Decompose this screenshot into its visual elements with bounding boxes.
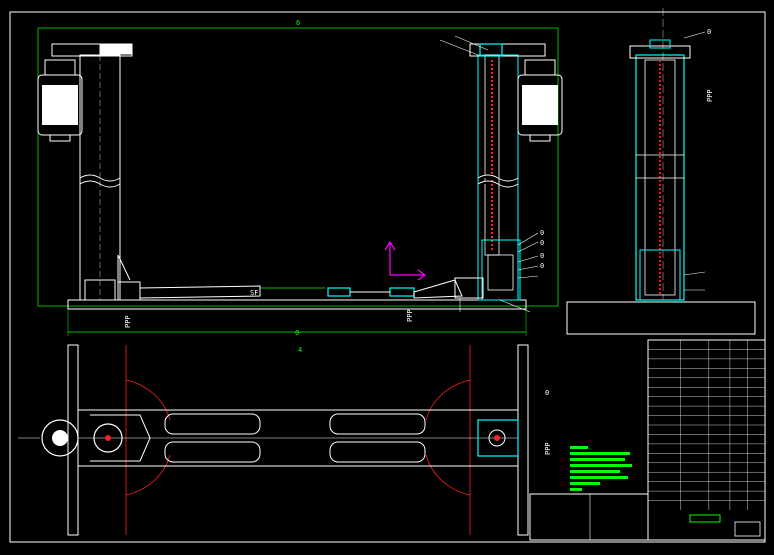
- plan-lift-arms: [164, 413, 426, 463]
- right-motor: [517, 59, 563, 142]
- side-view: 0 PPP: [566, 8, 756, 335]
- plan-leader-mark: 0: [545, 389, 549, 397]
- front-view-dimension-frame: [37, 27, 559, 307]
- arm-swing-arcs: [125, 345, 471, 535]
- mid-dimension-label: 4: [298, 346, 302, 354]
- sf-mark: SF: [250, 289, 258, 297]
- plan-left-end: [41, 414, 151, 462]
- right-leader-lines: [439, 35, 539, 313]
- top-dimension-label: 6: [296, 19, 300, 27]
- rotated-dim-plan: PPP: [544, 442, 552, 455]
- leader-mark-2: 0: [540, 239, 544, 247]
- leader-mark-4: 0: [540, 262, 544, 270]
- leader-mark-1: 0: [540, 229, 544, 237]
- left-motor: [37, 59, 83, 142]
- side-base-plate: [566, 301, 756, 335]
- base-dimension-label: 0: [295, 329, 299, 337]
- rotated-dim-front-right: PPP: [406, 309, 414, 322]
- leader-mark-3: 0: [540, 252, 544, 260]
- right-top-beam: [469, 43, 546, 57]
- rotated-dim-front: PPP: [124, 315, 132, 328]
- rotated-dim-side: PPP: [706, 89, 714, 102]
- plan-right-end: [477, 419, 519, 457]
- front-view: 6 0 SF: [37, 19, 563, 337]
- plan-view: 4: [18, 344, 552, 536]
- left-lift-arm: [139, 285, 261, 299]
- center-lift-pads: [327, 279, 463, 299]
- drawing-border: [9, 11, 766, 543]
- left-column-break: [79, 174, 121, 188]
- front-base-plate: [67, 299, 527, 310]
- parts-list-table: [529, 339, 766, 541]
- technical-notes-block: [570, 446, 632, 491]
- side-leader-mark: 0: [707, 28, 711, 36]
- ucs-axis-icon: [384, 240, 427, 281]
